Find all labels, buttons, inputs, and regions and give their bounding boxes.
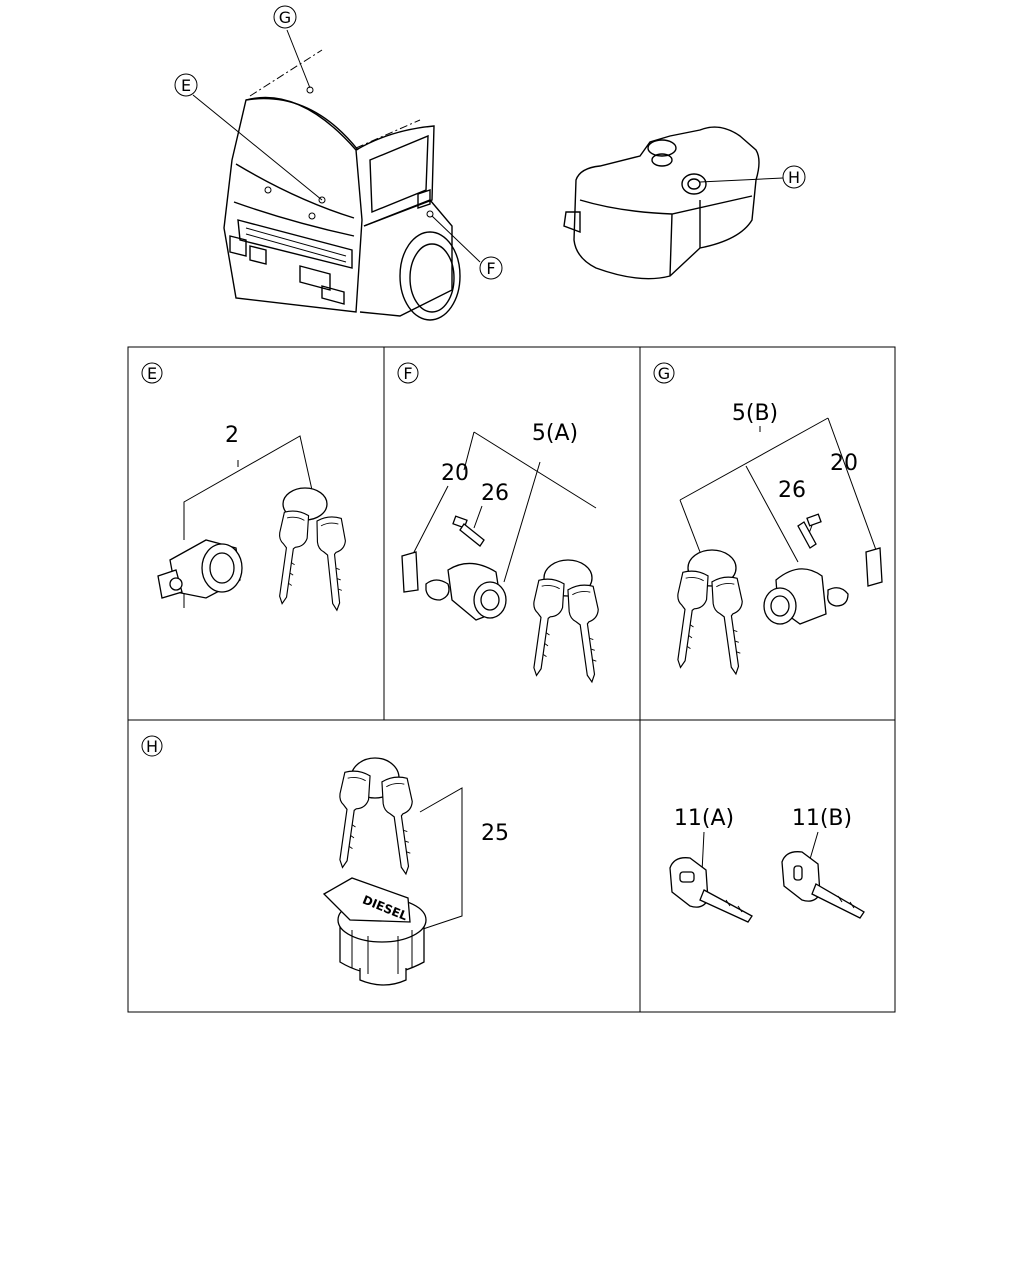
panel-h: H 25 DIESEL (141, 735, 509, 986)
fuel-cap: DIESEL (322, 877, 427, 986)
key-set-5a (523, 559, 609, 685)
part-label-26-f: 26 (481, 481, 509, 506)
key-set-25 (329, 757, 423, 877)
part-label-25: 25 (481, 821, 509, 846)
key-set-2 (269, 487, 354, 613)
key-11b (781, 851, 865, 919)
fuel-tank-illustration (563, 126, 760, 280)
part-label-20-f: 20 (441, 461, 469, 486)
panel-f-letter: F (403, 364, 412, 383)
door-lock-cylinder-b (763, 513, 883, 625)
callout-e-label: E (181, 76, 191, 95)
part-label-11a: 11(A) (674, 806, 734, 831)
callout-h-label: H (788, 168, 800, 187)
panel-h-letter: H (146, 737, 158, 756)
part-label-5b: 5(B) (732, 401, 778, 426)
callout-e-circle (174, 73, 198, 97)
part-label-11b: 11(B) (792, 806, 852, 831)
part-label-26-g: 26 (778, 478, 806, 503)
panel-g-letter: G (658, 364, 670, 383)
panel-e: E 2 (141, 362, 354, 613)
panel-g: G 5(B) 26 20 (653, 362, 883, 677)
callout-h-circle (782, 165, 806, 189)
part-label-20-g: 20 (830, 451, 858, 476)
door-lock-cylinder-a (401, 515, 507, 621)
callout-f-label: F (486, 259, 495, 278)
part-label-2: 2 (225, 423, 239, 448)
panel-grid (127, 346, 896, 1013)
panel-keys: 11(A) 11(B) (669, 806, 865, 923)
ignition-lock-cylinder (157, 539, 243, 608)
key-set-5b (667, 549, 753, 677)
callout-g-circle (273, 5, 297, 29)
panel-e-letter: E (147, 364, 157, 383)
overview-callouts: G E F H (174, 5, 806, 280)
key-11a (669, 857, 753, 923)
truck-cab-illustration (223, 49, 461, 321)
panel-f: F 5(A) 20 26 (397, 362, 609, 685)
callout-g-label: G (279, 8, 291, 27)
callout-f-circle (479, 256, 503, 280)
part-label-5a: 5(A) (532, 421, 578, 446)
